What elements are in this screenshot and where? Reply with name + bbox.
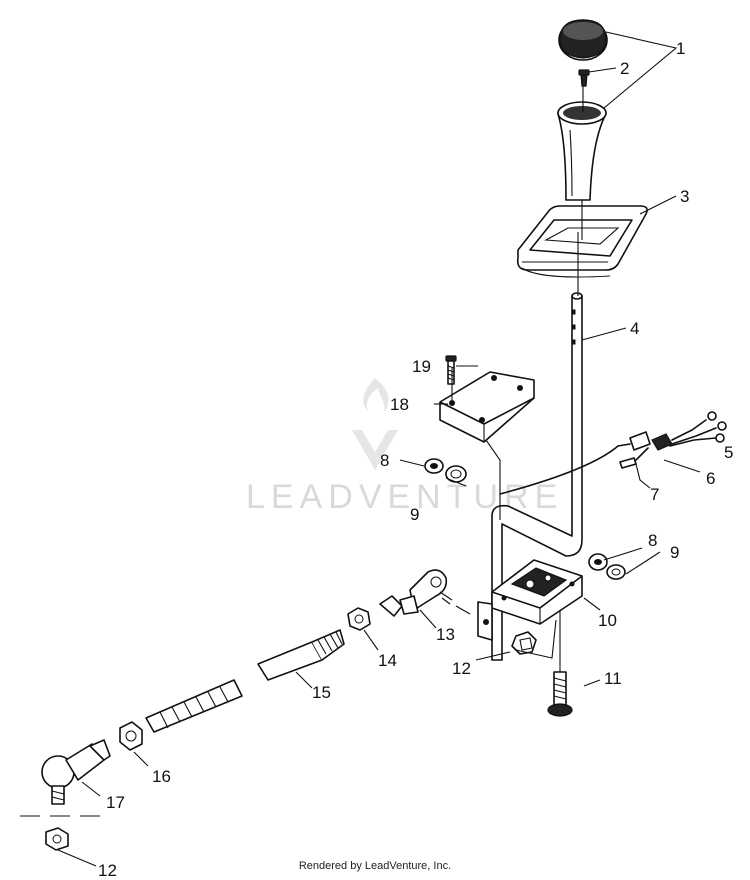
part-4-shift-lever xyxy=(491,292,583,661)
callout-5: 5 xyxy=(724,443,733,462)
callout-1: 1 xyxy=(676,39,685,58)
callout-7: 7 xyxy=(650,485,659,504)
callout-12-upper: 12 xyxy=(452,659,471,678)
callout-18: 18 xyxy=(390,395,409,414)
callout-4: 4 xyxy=(630,319,639,338)
callout-17: 17 xyxy=(106,793,125,812)
callout-19: 19 xyxy=(412,357,431,376)
callout-11: 11 xyxy=(604,669,622,688)
callout-6: 6 xyxy=(706,469,715,488)
watermark-logo xyxy=(352,378,398,470)
callout-16: 16 xyxy=(152,767,171,786)
part-13-rod-end xyxy=(379,569,453,617)
part-12-nut-lower xyxy=(45,827,69,851)
part-5-switch xyxy=(651,411,727,451)
part-11-bolt xyxy=(547,671,573,717)
callout-8-right: 8 xyxy=(648,531,657,550)
part-19-bolt xyxy=(445,355,457,385)
leader-lines xyxy=(20,31,701,867)
callout-2: 2 xyxy=(620,59,629,78)
callout-10: 10 xyxy=(598,611,617,630)
part-8-washer-left xyxy=(424,458,444,474)
part-1-grip xyxy=(557,101,607,201)
callout-8-left: 8 xyxy=(380,451,389,470)
part-8-washer-right xyxy=(588,553,608,571)
part-17-ball-joint xyxy=(41,739,111,805)
part-18-cover-bracket xyxy=(439,371,535,443)
part-2-screw xyxy=(578,69,590,87)
part-9-washer-right xyxy=(606,564,626,580)
part-10-shifter-base xyxy=(477,559,583,641)
part-16-threaded-rod xyxy=(119,679,243,751)
part-12-nut-upper xyxy=(511,631,537,655)
callout-3: 3 xyxy=(680,187,689,206)
part-15-tie-rod xyxy=(257,629,345,681)
callout-9-left: 9 xyxy=(410,505,419,524)
part-1-knob-cap xyxy=(558,19,608,61)
callout-13: 13 xyxy=(436,625,455,644)
callout-9-right: 9 xyxy=(670,543,679,562)
callout-15: 15 xyxy=(312,683,331,702)
footer-credit: Rendered by LeadVenture, Inc. xyxy=(298,860,452,872)
part-14-nut xyxy=(347,607,371,631)
part-6-connector xyxy=(617,431,651,451)
callout-12-lower: 12 xyxy=(98,861,117,880)
callout-14: 14 xyxy=(378,651,397,670)
